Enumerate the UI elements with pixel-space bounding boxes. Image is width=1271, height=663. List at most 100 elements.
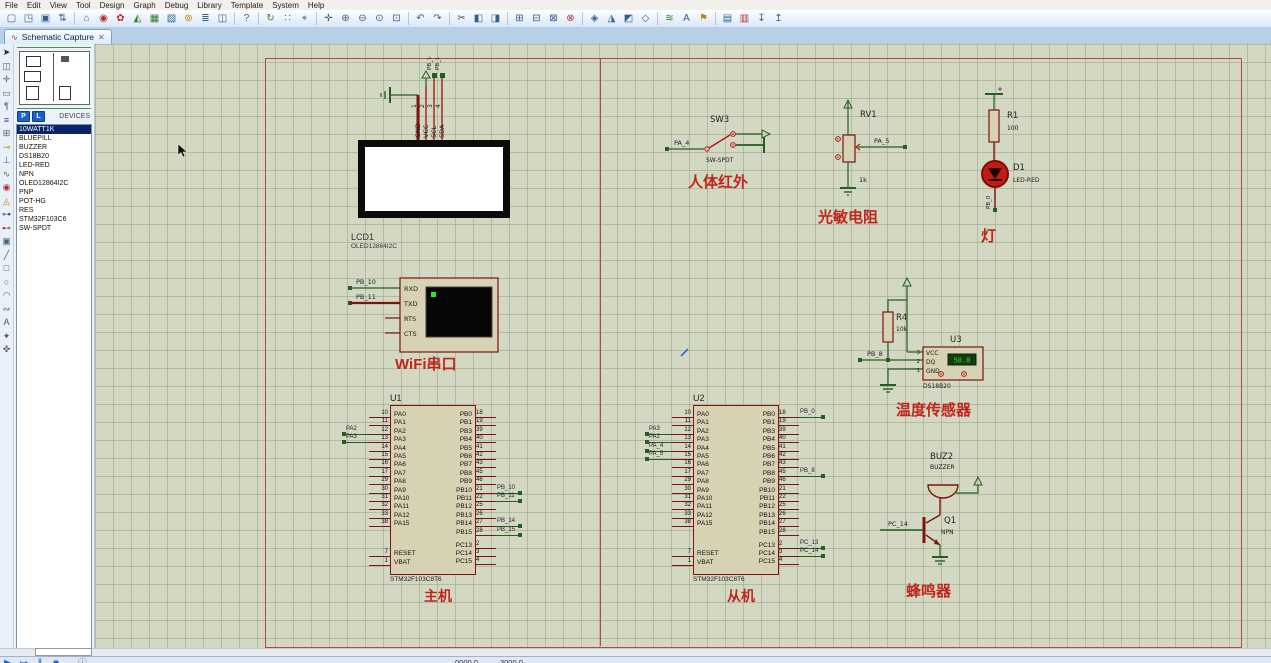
2d-circle-icon[interactable]: ○: [3, 276, 10, 287]
zoom-out-icon[interactable]: ⊖: [358, 13, 367, 24]
redo-icon[interactable]: ↷: [433, 13, 442, 24]
component-sw3[interactable]: SW3 PA_4 SW-SPDT: [660, 110, 800, 180]
tape-recorder-icon[interactable]: ◉: [2, 182, 11, 192]
undo-icon[interactable]: ↶: [416, 13, 425, 24]
2d-path-icon[interactable]: ∾: [2, 303, 11, 314]
zoom-area-icon[interactable]: ⊡: [392, 13, 401, 24]
goto-sheet-icon[interactable]: ↧: [757, 13, 766, 24]
subcircuit-icon[interactable]: ⊞: [2, 128, 11, 138]
new-file-icon[interactable]: ▢: [6, 13, 17, 24]
flower-icon[interactable]: ✿: [116, 13, 125, 24]
component-lamp[interactable]: R1 100 D1 LED-RED PB_0: [955, 82, 1065, 232]
component-rv1[interactable]: RV1 PA_5 1k: [820, 90, 940, 215]
menu-graph[interactable]: Graph: [133, 0, 156, 10]
device-item-pot-hg[interactable]: POT-HG: [19, 198, 46, 205]
pan-icon[interactable]: ✛: [324, 13, 333, 24]
junction-dot-icon[interactable]: ✛: [2, 74, 11, 84]
graph-mode-icon[interactable]: ∿: [2, 168, 11, 179]
device-item-stm32f103c6[interactable]: STM32F103C6: [19, 216, 67, 223]
save-file-icon[interactable]: ▣: [40, 13, 51, 24]
menu-view[interactable]: View: [49, 0, 67, 10]
menu-edit[interactable]: Edit: [26, 0, 41, 10]
terminal-mode-icon[interactable]: ⊸: [2, 141, 11, 152]
packaging-icon[interactable]: ◩: [623, 13, 634, 24]
open-file-icon[interactable]: ◳: [23, 13, 34, 24]
2d-box-icon[interactable]: □: [3, 263, 10, 273]
block-move-icon[interactable]: ⊟: [532, 13, 541, 24]
clock-icon[interactable]: ⊚: [184, 13, 193, 24]
selection-cursor-icon[interactable]: ➤: [2, 47, 11, 57]
pick-devices-button[interactable]: P: [17, 111, 30, 122]
target-icon[interactable]: ◉: [99, 13, 108, 24]
menu-file[interactable]: File: [5, 0, 18, 10]
device-item-npn[interactable]: NPN: [19, 171, 34, 178]
decompose-icon[interactable]: ◇: [641, 13, 650, 24]
menu-library[interactable]: Library: [197, 0, 222, 10]
block-delete-icon[interactable]: ⊗: [566, 13, 575, 24]
cut-icon[interactable]: ✂: [457, 13, 466, 24]
library-button[interactable]: L: [32, 111, 45, 122]
device-item-oled12864i2c[interactable]: OLED12864I2C: [19, 180, 69, 187]
2d-symbol-icon[interactable]: ✦: [2, 330, 11, 341]
prism-icon[interactable]: ◭: [133, 13, 142, 24]
zoom-in-icon[interactable]: ⊕: [341, 13, 350, 24]
step-button[interactable]: ↦: [16, 657, 32, 663]
block-rotate-icon[interactable]: ⊠: [549, 13, 558, 24]
device-item-sw-spdt[interactable]: SW-SPDT: [19, 225, 52, 232]
exit-sheet-icon[interactable]: ↥: [774, 13, 783, 24]
schematic-overview[interactable]: [17, 47, 91, 109]
component-mode-icon[interactable]: ◫: [2, 60, 11, 71]
oled-display[interactable]: [358, 140, 510, 218]
play-button[interactable]: ▶: [0, 657, 16, 663]
block-copy-icon[interactable]: ⊞: [515, 13, 524, 24]
autorouter-icon[interactable]: ≋: [665, 13, 674, 24]
menu-help[interactable]: Help: [307, 0, 325, 10]
refresh-icon[interactable]: ↻: [266, 13, 275, 24]
report-icon[interactable]: ≣: [201, 13, 210, 24]
device-item-bluepill[interactable]: BLUEPILL: [19, 135, 52, 142]
property-tool-icon[interactable]: A: [683, 13, 690, 24]
device-item-ds18b20[interactable]: DS18B20: [19, 153, 49, 160]
wire-label-icon[interactable]: ▭: [2, 87, 11, 98]
grid-icon[interactable]: ∷: [284, 13, 291, 24]
component-u3[interactable]: R4 10k PB_8 U3 3 2 1 VCC DQ GND 50.0 DS1…: [855, 270, 1005, 415]
menu-tool[interactable]: Tool: [75, 0, 91, 10]
import-export-icon[interactable]: ⇅: [58, 13, 67, 24]
menu-system[interactable]: System: [272, 0, 299, 10]
text-script-icon[interactable]: ¶: [4, 101, 9, 111]
tab-schematic-capture[interactable]: ∿ Schematic Capture ✕: [4, 29, 112, 44]
component-buzzer[interactable]: BUZ2 BUZZER PC_14 Q1 NPN: [880, 445, 1010, 590]
current-probe-icon[interactable]: ⊷: [2, 222, 11, 233]
2d-arc-icon[interactable]: ◠: [2, 290, 11, 300]
virtual-instrument-icon[interactable]: ▣: [2, 236, 11, 246]
device-pin-icon[interactable]: ⊥: [2, 155, 11, 165]
chip-icon[interactable]: ▦: [149, 13, 160, 24]
device-item-led-red[interactable]: LED-RED: [19, 162, 50, 169]
film-icon[interactable]: ▧: [166, 13, 177, 24]
menu-template[interactable]: Template: [230, 0, 264, 10]
marker-icon[interactable]: ✜: [2, 344, 11, 354]
close-icon[interactable]: ✕: [98, 32, 105, 42]
schematic-canvas[interactable]: 1 2 3 4 GND VCC SCL SDA PB_14 PB_15 LCD1…: [95, 44, 1271, 648]
paste-icon[interactable]: ◨: [490, 13, 501, 24]
menu-design[interactable]: Design: [99, 0, 125, 10]
stop-button[interactable]: ■: [48, 657, 64, 663]
home-icon[interactable]: ⌂: [83, 13, 90, 24]
pick-parts-icon[interactable]: ◈: [590, 13, 599, 24]
bus-mode-icon[interactable]: ≡: [3, 114, 10, 125]
device-item-res[interactable]: RES: [19, 207, 34, 214]
device-item-10watt1k[interactable]: 10WATT1K: [17, 125, 91, 134]
origin-icon[interactable]: ⌖: [301, 13, 308, 24]
copy-icon[interactable]: ◧: [473, 13, 484, 24]
pause-button[interactable]: ‖: [32, 657, 48, 663]
make-device-icon[interactable]: ◮: [607, 13, 616, 24]
document-icon[interactable]: ◫: [217, 13, 228, 24]
device-item-buzzer[interactable]: BUZZER: [19, 144, 47, 151]
help-icon[interactable]: ?: [243, 13, 250, 24]
remove-sheet-icon[interactable]: ▥: [739, 13, 750, 24]
search-tag-icon[interactable]: ⚑: [699, 13, 708, 24]
2d-line-icon[interactable]: ╱: [3, 249, 10, 260]
generator-mode-icon[interactable]: ◬: [3, 195, 10, 206]
